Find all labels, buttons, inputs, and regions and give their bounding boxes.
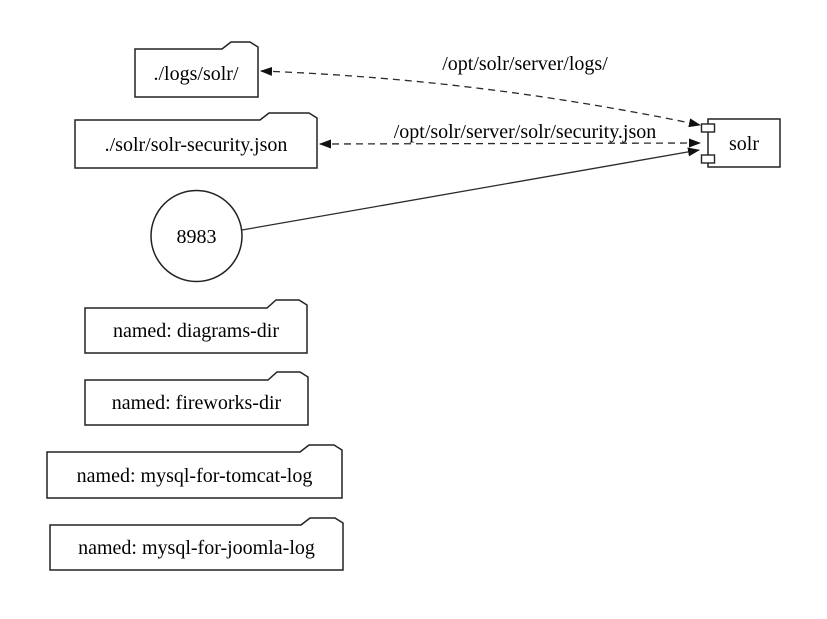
- node-diagrams-dir-label: named: diagrams-dir: [113, 320, 279, 342]
- edge-logs-mount: /opt/solr/server/logs/: [260, 53, 701, 128]
- edge-port-link-line: [241, 147, 700, 231]
- edge-security-mount-line: [319, 138, 701, 149]
- node-port-8983-label: 8983: [177, 226, 217, 248]
- folder-shape: [84, 371, 309, 426]
- port-circle-shape: [150, 189, 243, 283]
- node-fireworks-dir: named: fireworks-dir: [84, 371, 309, 426]
- node-mysql-for-joomla-log: named: mysql-for-joomla-log: [49, 517, 344, 571]
- node-diagrams-dir: named: diagrams-dir: [84, 299, 308, 354]
- component-tab-bottom: [700, 154, 716, 164]
- edge-port-link: [241, 147, 700, 231]
- folder-shape: [134, 41, 259, 98]
- node-security-json: ./solr/solr-security.json: [74, 112, 318, 169]
- node-security-json-label: ./solr/solr-security.json: [105, 134, 288, 156]
- edge-security-mount-label: /opt/solr/server/solr/security.json: [394, 121, 657, 143]
- folder-shape: [49, 517, 344, 571]
- node-port-8983: 8983: [150, 189, 243, 283]
- node-mysql-for-joomla-log-label: named: mysql-for-joomla-log: [78, 537, 315, 559]
- node-logs-dir-label: ./logs/solr/: [153, 63, 238, 85]
- node-solr-service: solr: [700, 118, 781, 168]
- node-logs-dir: ./logs/solr/: [134, 41, 259, 98]
- node-fireworks-dir-label: named: fireworks-dir: [112, 392, 282, 414]
- component-tab-top: [700, 123, 716, 133]
- node-mysql-for-tomcat-log-label: named: mysql-for-tomcat-log: [77, 465, 313, 487]
- edge-security-mount: /opt/solr/server/solr/security.json: [319, 121, 701, 149]
- edge-logs-mount-line: [260, 66, 701, 128]
- folder-shape: [84, 299, 308, 354]
- component-body: [707, 118, 781, 168]
- edge-logs-mount-label: /opt/solr/server/logs/: [442, 53, 608, 75]
- node-mysql-for-tomcat-log: named: mysql-for-tomcat-log: [46, 444, 343, 499]
- node-solr-service-label: solr: [729, 133, 759, 155]
- folder-shape: [46, 444, 343, 499]
